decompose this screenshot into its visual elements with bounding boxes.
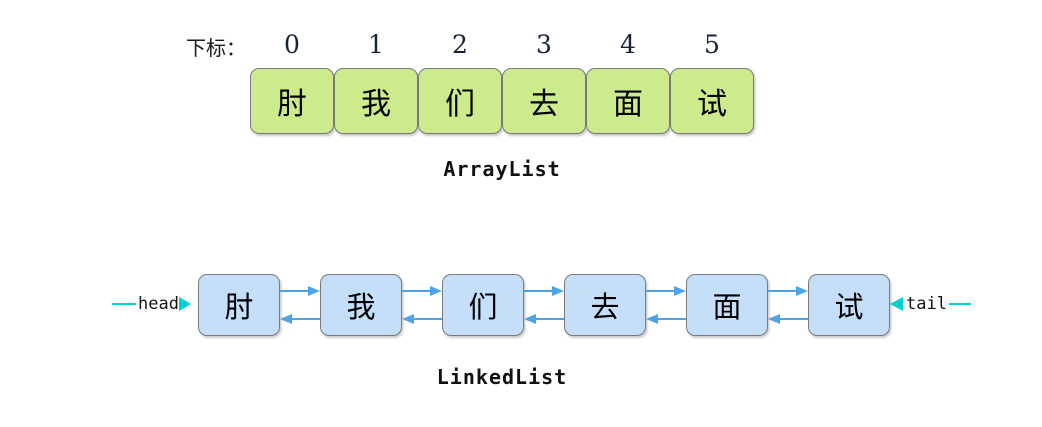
tail-pointer: tail <box>890 290 973 318</box>
arraylist-caption: ArrayList <box>443 157 561 181</box>
array-cell: 去 <box>502 68 586 134</box>
node-link-arrows <box>402 274 442 336</box>
linkedlist-node-row: 肘 我 们 去 面 试 <box>198 274 890 336</box>
head-label: head <box>138 294 179 314</box>
linkedlist-node: 肘 <box>198 274 280 336</box>
linkedlist-node: 们 <box>442 274 524 336</box>
linkedlist-diagram: head 肘 我 们 去 面 试 <box>0 230 1042 427</box>
tail-arrow-line-icon <box>948 303 971 305</box>
tail-label: tail <box>906 294 947 314</box>
head-pointer: head <box>112 290 195 318</box>
linkedlist-caption: LinkedList <box>436 365 568 389</box>
index-number-row: 0 1 2 3 4 5 <box>250 28 754 62</box>
index-number: 0 <box>284 30 300 59</box>
index-number: 2 <box>452 30 468 59</box>
node-link-arrows <box>280 274 320 336</box>
head-arrowhead-icon <box>178 297 191 311</box>
array-cell-row: 肘 我 们 去 面 试 <box>250 68 754 134</box>
node-link-arrows <box>646 274 686 336</box>
node-link-arrows <box>768 274 808 336</box>
array-cell: 我 <box>334 68 418 134</box>
tail-arrowhead-icon <box>890 297 903 311</box>
index-number: 1 <box>368 30 384 59</box>
index-axis-label: 下标： <box>186 36 246 60</box>
arraylist-diagram: 下标： 0 1 2 3 4 5 肘 我 们 去 面 试 ArrayList <box>0 0 1042 195</box>
index-number: 3 <box>536 30 552 59</box>
linkedlist-node: 面 <box>686 274 768 336</box>
linkedlist-node: 试 <box>808 274 890 336</box>
index-number: 5 <box>704 30 720 59</box>
index-number: 4 <box>620 30 636 59</box>
array-cell: 们 <box>418 68 502 134</box>
node-link-arrows <box>524 274 564 336</box>
head-arrow-line-icon <box>112 303 136 305</box>
array-cell: 试 <box>670 68 754 134</box>
array-cell: 面 <box>586 68 670 134</box>
linkedlist-node: 去 <box>564 274 646 336</box>
array-cell: 肘 <box>250 68 334 134</box>
linkedlist-node: 我 <box>320 274 402 336</box>
